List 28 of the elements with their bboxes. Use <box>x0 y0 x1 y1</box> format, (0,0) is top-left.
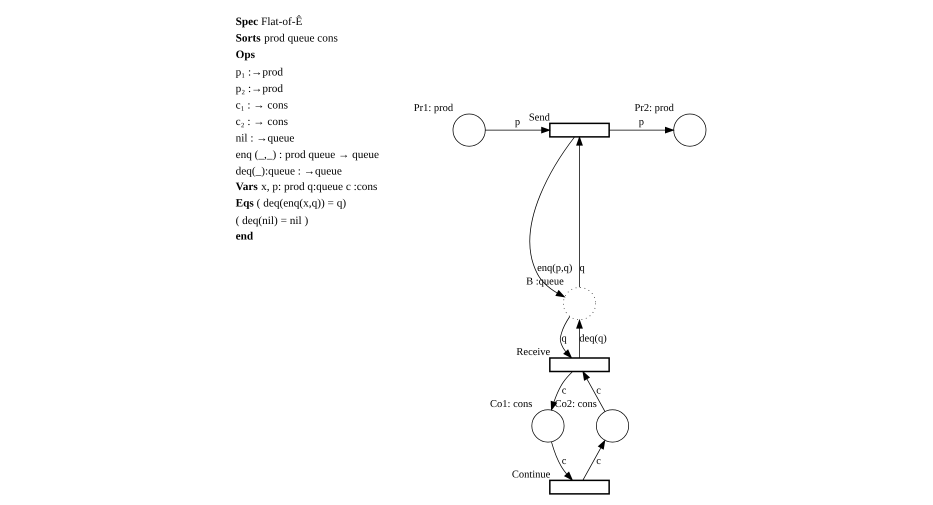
node-label: Send <box>528 112 550 124</box>
label: Sorts prod queue cons <box>236 32 338 45</box>
edge-label: p <box>514 117 520 128</box>
label: enq (_,_) : prod queue → queue <box>236 148 380 161</box>
label: c₂ : → cons <box>236 116 288 128</box>
label: ( deq(nil) = nil ) <box>236 214 308 227</box>
label: Eqs ( deq(enq(x,q)) = q) <box>236 198 346 210</box>
edge-label: c <box>562 456 566 467</box>
label: c₁ : → cons <box>236 99 288 112</box>
label: Ops <box>236 49 256 62</box>
node-label: Co1: cons <box>490 398 532 410</box>
label: p₂ :→prod <box>236 82 283 95</box>
node-label: Receive <box>516 347 550 358</box>
edge-label: p <box>638 117 644 128</box>
label: end <box>236 230 254 243</box>
node-label: Continue <box>512 470 550 481</box>
label: deq(_):queue : →queue <box>236 165 342 178</box>
label: Spec Flat-of-Ê <box>236 16 302 28</box>
node-label: Pr1: prod <box>414 103 454 114</box>
edge-label: c <box>596 385 601 396</box>
edge-label: c <box>562 385 566 396</box>
node-label: Pr2: prod <box>634 103 674 114</box>
label: nil : →queue <box>236 132 294 144</box>
edge-label: enq(p,q) <box>537 263 572 274</box>
edge-label: c <box>596 456 601 467</box>
label: p₁ :→prod <box>236 66 283 78</box>
edge-label: q <box>561 334 567 345</box>
label: Vars x, p: prod q:queue c :cons <box>236 181 378 194</box>
